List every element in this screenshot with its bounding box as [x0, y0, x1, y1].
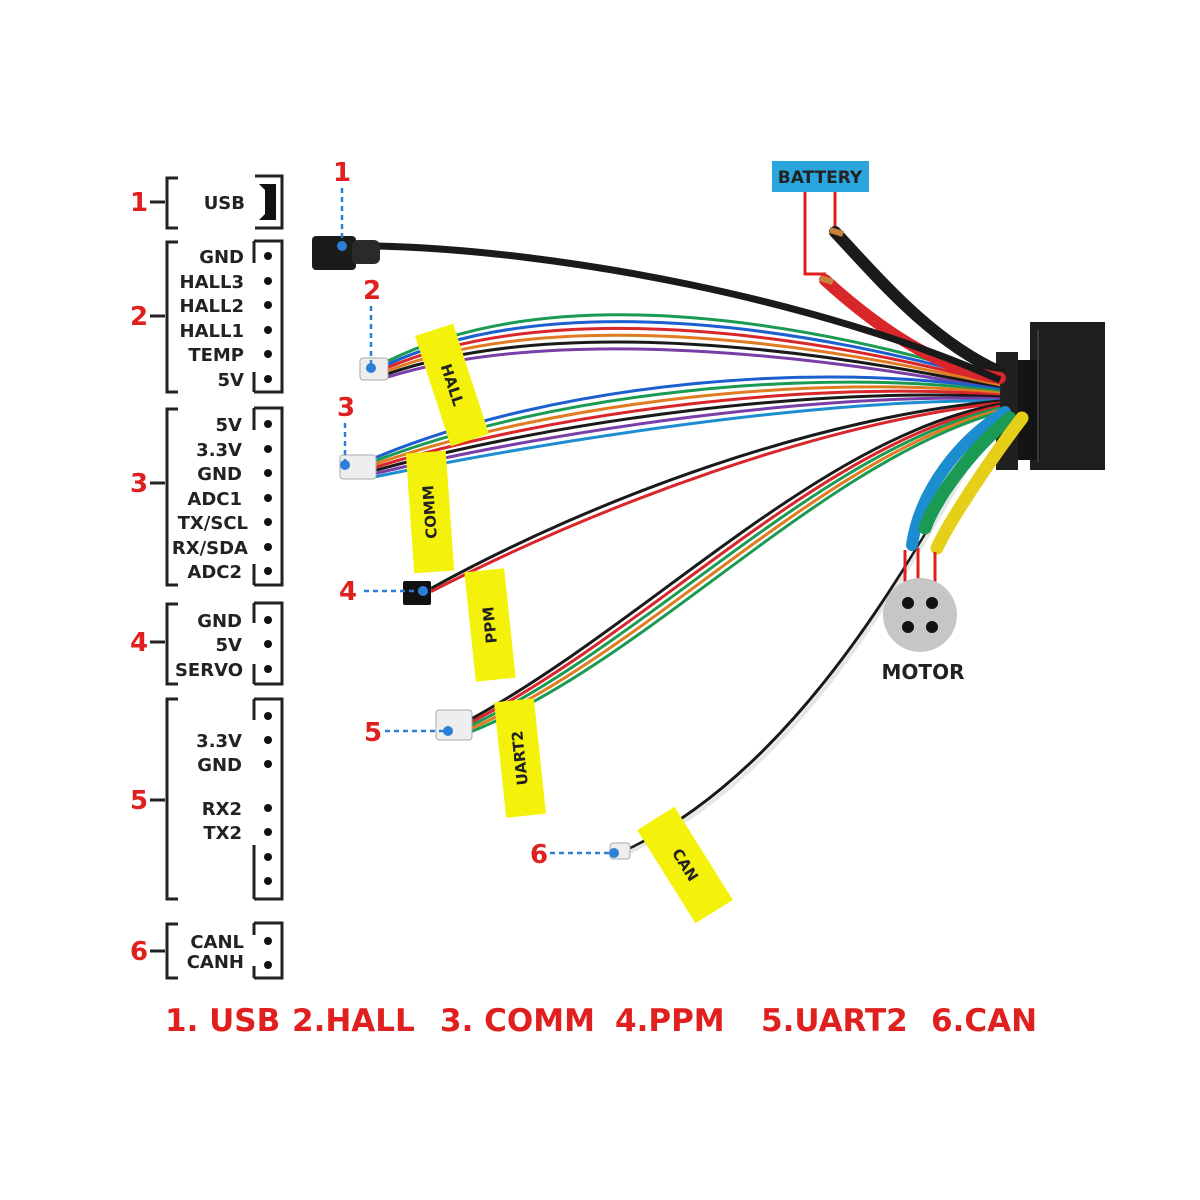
wire	[375, 389, 1001, 469]
callout-number: 3	[337, 393, 355, 423]
callout-number: 1	[333, 158, 351, 188]
pin-label: CANL	[190, 932, 244, 953]
wire	[375, 399, 1001, 479]
legend-item: 1. USB	[165, 1003, 280, 1039]
pin-label: HALL3	[180, 272, 244, 293]
wire	[471, 410, 1001, 733]
wire	[375, 393, 1001, 472]
pin-dots	[264, 252, 272, 969]
motor-icon: MOTOR	[882, 578, 965, 684]
legend-item: 4.PPM	[615, 1003, 725, 1039]
battery-leads	[803, 192, 1006, 384]
pinout-panel: 1 2 3 4 5 6	[130, 174, 284, 980]
wire	[387, 313, 1001, 382]
tag-label: PPM	[479, 606, 501, 645]
connector-outlines	[252, 174, 284, 980]
pin-label: 5V	[216, 415, 243, 436]
motor-leads	[903, 406, 1029, 588]
usb-port-icon	[259, 184, 276, 220]
pin-label: GND	[197, 464, 242, 485]
group-number: 6	[130, 937, 148, 967]
controller-box	[996, 322, 1105, 470]
pin-labels: USB GND HALL3 HALL2 HALL1 TEMP 5V 5V 3.3…	[172, 193, 248, 973]
wire	[471, 402, 1001, 720]
pin-label: CANH	[187, 952, 244, 973]
wire	[471, 408, 1001, 730]
callout-number: 2	[363, 276, 381, 306]
wire	[387, 320, 1001, 384]
legend-item: 3. COMM	[440, 1003, 595, 1039]
wire	[430, 401, 1001, 593]
motor-label: MOTOR	[882, 660, 965, 684]
pin-label: 3.3V	[196, 440, 242, 461]
legend-item: 5.UART2	[761, 1003, 908, 1039]
pin-label: HALL2	[180, 296, 244, 317]
tag-label: UART2	[508, 730, 532, 786]
legend-item: 2.HALL	[292, 1003, 415, 1039]
tag-can: CAN	[637, 806, 733, 924]
wire	[471, 406, 1001, 727]
pin-label: SERVO	[175, 660, 243, 681]
wire	[375, 396, 1001, 475]
tag-ppm: PPM	[464, 568, 516, 682]
group-number: 1	[130, 188, 148, 218]
wire	[387, 326, 1001, 386]
pin-label: RX/SDA	[172, 538, 248, 559]
group-number: 2	[130, 302, 148, 332]
pin-label: ADC1	[187, 489, 242, 510]
group-brackets	[150, 176, 178, 980]
pin-label: GND	[197, 755, 242, 776]
pin-label: 5V	[216, 635, 243, 656]
battery-label: BATTERY	[772, 161, 869, 192]
wire	[387, 347, 1001, 392]
wire	[430, 399, 1001, 590]
pin-label: TX2	[203, 823, 242, 844]
wire	[387, 333, 1001, 388]
pin-label: GND	[199, 247, 244, 268]
group-number: 4	[130, 628, 148, 658]
tag-label: COMM	[419, 485, 441, 540]
legend: 1. USB 2.HALL 3. COMM 4.PPM 5.UART2 6.CA…	[165, 1003, 1037, 1039]
tag-uart2: UART2	[494, 698, 546, 818]
pin-label: TX/SCL	[178, 513, 248, 534]
tag-hall: HALL	[415, 323, 489, 447]
wire	[471, 404, 1001, 724]
battery-text: BATTERY	[778, 168, 863, 188]
group-number: 5	[130, 786, 148, 816]
callout-number: 6	[530, 840, 548, 870]
wire-tags: HALL COMM PPM UART2 CAN	[405, 323, 733, 924]
callout-number: 4	[339, 577, 357, 607]
pin-label: USB	[204, 193, 245, 214]
wire	[387, 340, 1001, 390]
pin-label: HALL1	[180, 321, 244, 342]
callouts: 1 2 3 4 5 6	[333, 158, 619, 870]
group-number: 3	[130, 469, 148, 499]
pin-label: 3.3V	[196, 731, 242, 752]
pin-label: 5V	[218, 370, 245, 391]
callout-number: 5	[364, 718, 382, 748]
pin-label: ADC2	[187, 562, 242, 583]
pin-label: GND	[197, 611, 242, 632]
pin-label: TEMP	[188, 345, 244, 366]
tag-comm: COMM	[405, 450, 455, 574]
pin-label: RX2	[202, 799, 242, 820]
legend-item: 6.CAN	[931, 1003, 1037, 1039]
